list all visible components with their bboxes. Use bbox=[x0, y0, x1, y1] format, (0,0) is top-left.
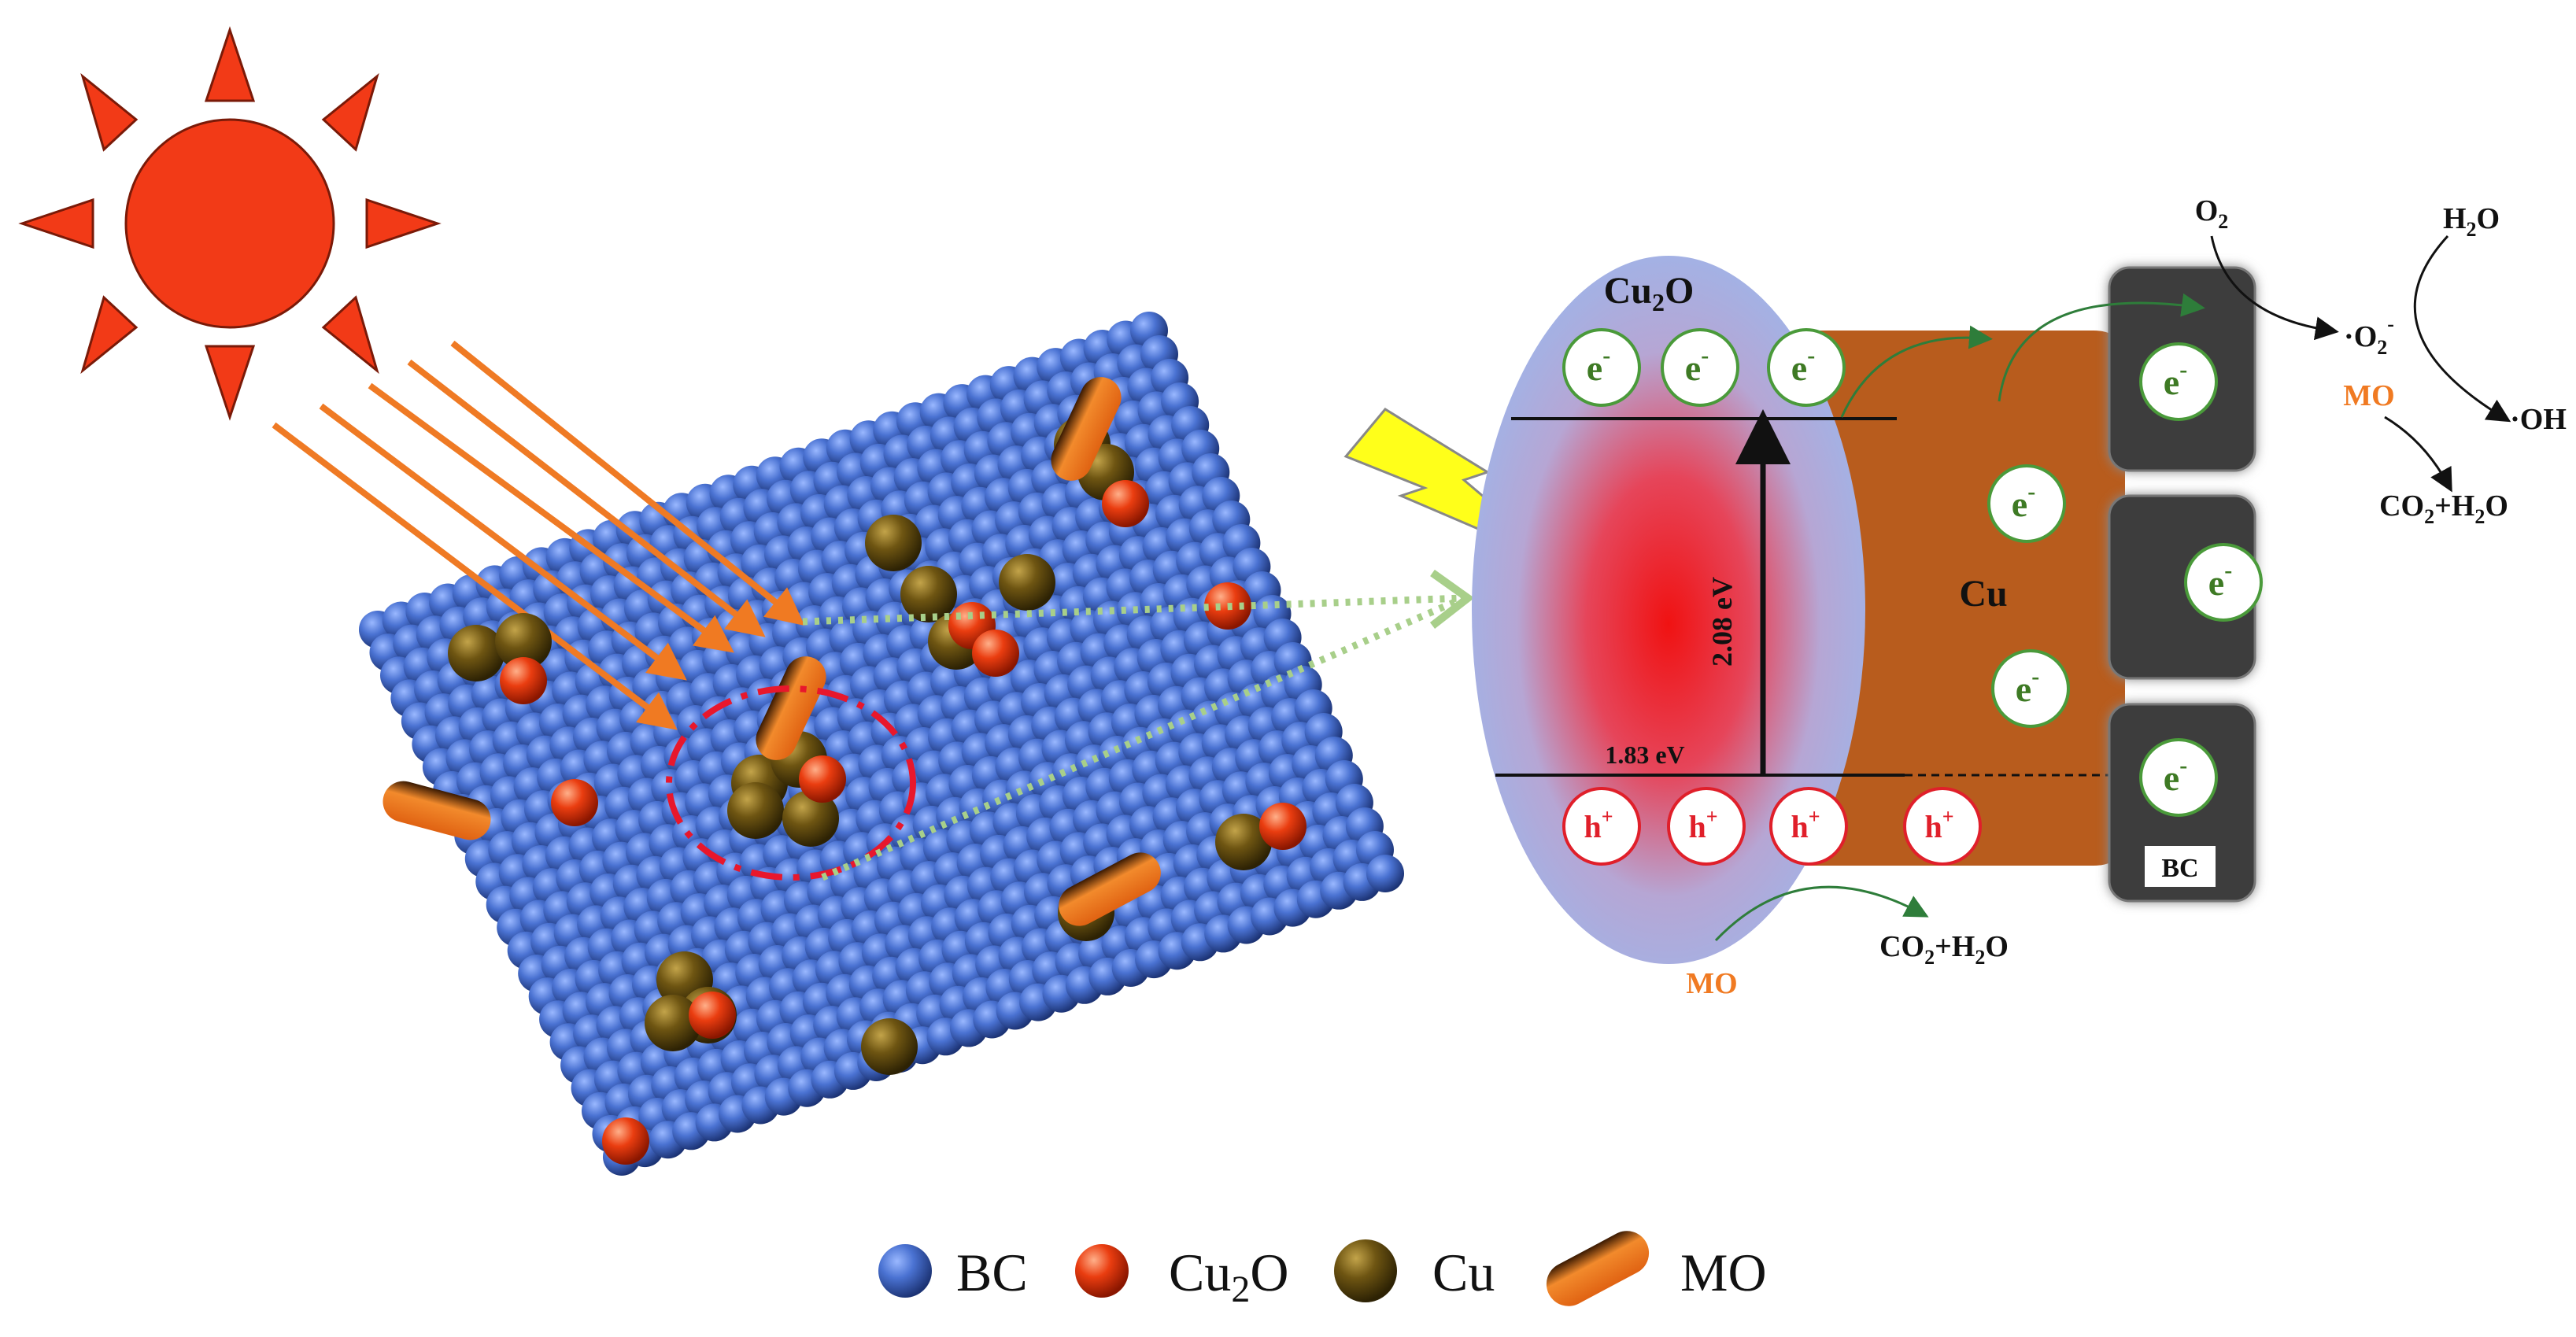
holes: h+ h+ h+ h+ bbox=[1562, 787, 1982, 866]
mo-molecule bbox=[1051, 377, 1122, 481]
legend-bc-marker bbox=[878, 1244, 932, 1298]
hole: h+ bbox=[1769, 787, 1848, 866]
cu2o-label: Cu2O bbox=[1604, 270, 1695, 316]
products-label-bottom: CO2+H2O bbox=[1879, 930, 2009, 969]
legend-cu2o-marker bbox=[1075, 1244, 1129, 1298]
bc-sphere bbox=[1366, 855, 1404, 892]
cu2o-particle bbox=[551, 779, 598, 826]
bc-tag: BC bbox=[2161, 854, 2198, 883]
cu-particle bbox=[1215, 814, 1272, 870]
hole: h+ bbox=[1667, 787, 1746, 866]
bc-tag-box bbox=[2145, 846, 2216, 887]
svg-text:e-: e- bbox=[2164, 356, 2187, 402]
cu-particle bbox=[495, 613, 552, 670]
electron: e- bbox=[2139, 342, 2218, 421]
electron: e- bbox=[2184, 543, 2263, 622]
electron: e- bbox=[2139, 738, 2218, 817]
legend: BC Cu2O Cu MO bbox=[878, 1231, 1767, 1310]
hole: h+ bbox=[1903, 787, 1982, 866]
svg-text:h+: h+ bbox=[1791, 805, 1820, 844]
mo-molecule bbox=[1059, 852, 1161, 926]
legend-cu-marker bbox=[1334, 1239, 1397, 1302]
mo-molecule bbox=[383, 781, 491, 840]
highlight-circle bbox=[666, 685, 916, 881]
level-label: 1.83 eV bbox=[1605, 741, 1684, 769]
cu-particle bbox=[861, 1018, 918, 1075]
sun-icon bbox=[18, 26, 442, 421]
legend-mo-marker bbox=[1546, 1231, 1650, 1306]
light-rays bbox=[272, 340, 805, 730]
svg-text:e-: e- bbox=[1587, 342, 1610, 388]
cu-particle bbox=[727, 782, 784, 839]
svg-text:h+: h+ bbox=[1688, 805, 1717, 844]
cu2o-particle bbox=[799, 755, 846, 803]
superoxide-label: ·O2- bbox=[2344, 312, 2394, 359]
legend-cu-label: Cu bbox=[1432, 1243, 1495, 1302]
h2o-label: H2O bbox=[2443, 202, 2500, 241]
legend-bc-label: BC bbox=[956, 1243, 1028, 1302]
mo-label-right: MO bbox=[2343, 379, 2394, 412]
cu-particle bbox=[865, 515, 922, 571]
svg-text:e-: e- bbox=[1791, 342, 1815, 388]
o2-label: O2 bbox=[2195, 194, 2229, 233]
svg-text:h+: h+ bbox=[1924, 805, 1953, 844]
zoom-arrowhead bbox=[1429, 569, 1475, 629]
cu-particle bbox=[900, 566, 957, 622]
products-label-right: CO2+H2O bbox=[2379, 489, 2508, 528]
cu2o-particle bbox=[1102, 480, 1149, 527]
electron: e- bbox=[1661, 328, 1739, 407]
svg-text:e-: e- bbox=[2012, 478, 2035, 524]
svg-text:e-: e- bbox=[1685, 342, 1709, 388]
surface-particles bbox=[383, 377, 1306, 1165]
cu2o-particle bbox=[500, 657, 547, 704]
hole: h+ bbox=[1562, 787, 1641, 866]
cu2o-particle bbox=[1259, 803, 1306, 850]
svg-text:h+: h+ bbox=[1584, 805, 1613, 844]
bandgap-label: 2.08 eV bbox=[1706, 577, 1738, 667]
mo-molecule bbox=[756, 656, 826, 760]
reaction-arrows bbox=[2210, 235, 2511, 493]
cu-particle bbox=[999, 554, 1055, 611]
legend-mo-label: MO bbox=[1680, 1243, 1767, 1302]
mo-label-bottom: MO bbox=[1686, 967, 1737, 1000]
cu-particle bbox=[782, 790, 839, 847]
cu-particle bbox=[448, 625, 504, 681]
electrons: e-e-e-e-e-e-e-e- bbox=[1562, 328, 2263, 817]
cu2o-particle bbox=[602, 1117, 649, 1165]
cu-block bbox=[1794, 331, 2125, 866]
svg-text:e-: e- bbox=[2208, 557, 2232, 603]
electron: e- bbox=[1991, 649, 2070, 728]
cu2o-particle bbox=[689, 992, 736, 1039]
svg-text:e-: e- bbox=[2016, 663, 2039, 709]
legend-cu2o-label: Cu2O bbox=[1169, 1243, 1288, 1310]
hydroxyl-label: ·OH bbox=[2510, 403, 2567, 436]
cu2o-particle bbox=[972, 630, 1019, 677]
electron-transfer-arrows bbox=[1714, 293, 2205, 942]
cu-particle bbox=[645, 995, 701, 1051]
electron: e- bbox=[1987, 464, 2066, 543]
zoom-arrows bbox=[802, 594, 1465, 881]
svg-text:e-: e- bbox=[2164, 752, 2187, 798]
cu-label: Cu bbox=[1959, 573, 2007, 615]
electron: e- bbox=[1562, 328, 1641, 407]
electron: e- bbox=[1767, 328, 1846, 407]
